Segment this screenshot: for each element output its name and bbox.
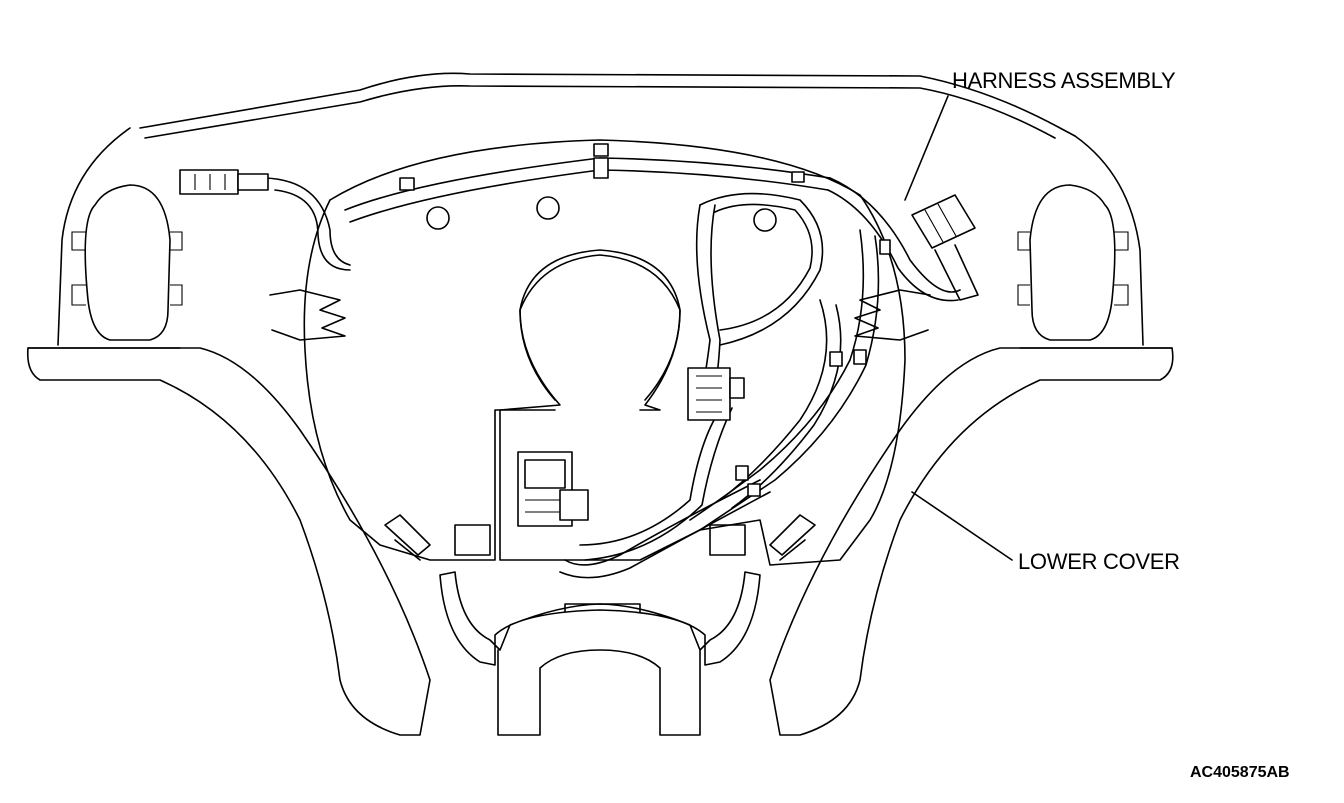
harness-assembly-label: HARNESS ASSEMBLY: [952, 68, 1176, 93]
center-body-outline: [329, 139, 906, 566]
right-grip-notch: [1017, 231, 1129, 306]
mount-boss-left: [426, 206, 450, 230]
figure-code-label: AC405875AB: [1190, 764, 1290, 781]
left-grip-notch: [71, 231, 183, 306]
left-grip-recess: [84, 184, 171, 341]
left-spoke: [26, 347, 431, 736]
harness-tie-clips: [399, 143, 891, 497]
center-hub-hole: [519, 249, 681, 401]
connector-right-top: [911, 194, 979, 301]
connector-lower: [517, 451, 589, 527]
center-body-left: [303, 199, 556, 561]
mount-boss-right: [753, 208, 777, 232]
connector-left-top: [179, 169, 269, 195]
right-spoke: [769, 347, 1174, 736]
connector-center: [687, 367, 745, 421]
bottom-channel-slot: [497, 649, 701, 736]
clip-bottom-right: [709, 514, 816, 561]
cover-top-rim-inner: [144, 85, 1056, 139]
leader-lower-cover: [911, 491, 1013, 561]
clip-right-upper: [854, 289, 931, 341]
clip-left-upper: [269, 289, 346, 341]
lower-cover-label: LOWER COVER: [1018, 549, 1180, 574]
cover-top-rim: [139, 72, 1076, 137]
mount-boss-center: [536, 196, 560, 220]
leader-harness-assembly: [904, 95, 949, 201]
bottom-channel: [439, 571, 761, 666]
right-grip-recess: [1029, 184, 1116, 341]
clip-bottom-left: [384, 514, 491, 561]
cover-top-rim-edge: [57, 127, 1144, 346]
bottom-channel-tab: [564, 603, 641, 613]
